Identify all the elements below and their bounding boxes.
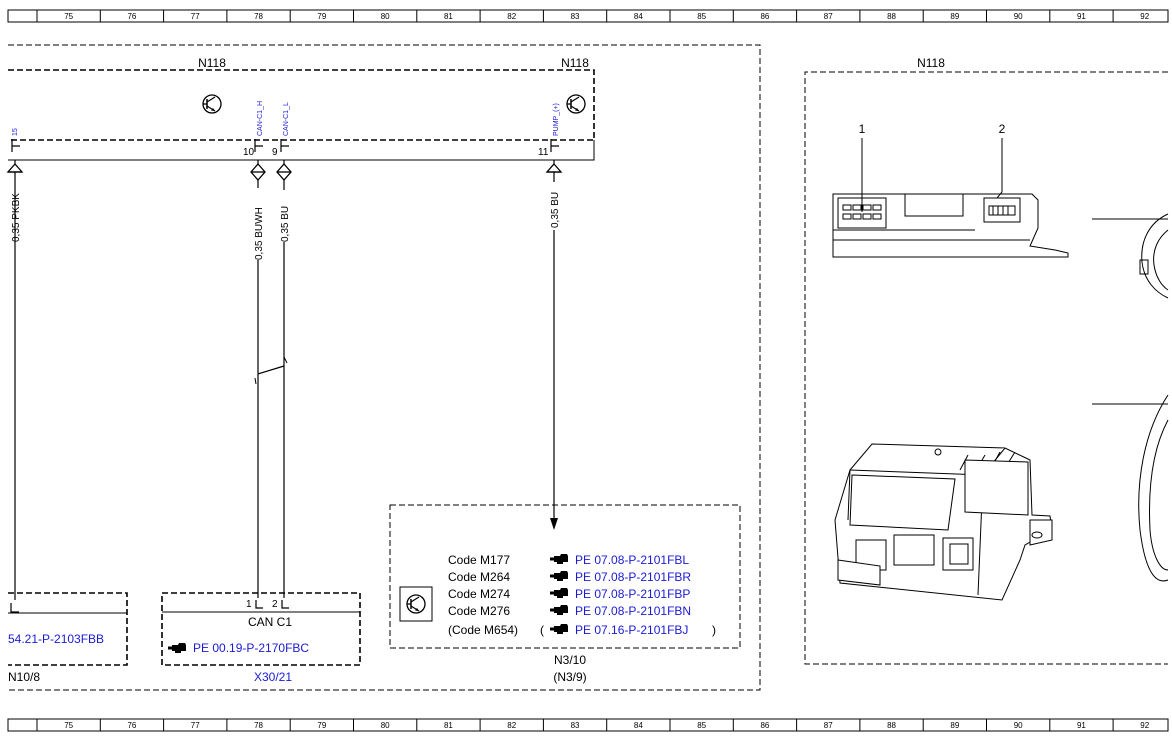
bottom-ruler-number: 85	[697, 721, 706, 730]
bottom-ruler-number: 82	[507, 721, 516, 730]
bottom-ruler-number: 79	[317, 721, 326, 730]
top-ruler-number: 79	[317, 12, 326, 21]
code-m264: Code M264	[448, 570, 510, 584]
bottom-ruler-number: 80	[381, 721, 390, 730]
top-ruler-number: 83	[571, 12, 580, 21]
bottom-ruler-number: 78	[254, 721, 263, 730]
component-name-n3-10: N3/10	[554, 653, 586, 667]
bottom-ruler-number: 84	[634, 721, 643, 730]
x30-pin-2: 2	[272, 599, 278, 610]
bottom-ruler-number: 77	[191, 721, 200, 730]
top-ruler-number: 76	[127, 12, 136, 21]
code-m177: Code M177	[448, 553, 510, 567]
pointing-hand-icon	[550, 571, 568, 581]
top-ruler-number: 84	[634, 12, 643, 21]
module-isometric-view	[834, 443, 1053, 601]
code-m274: Code M274	[448, 587, 510, 601]
pointing-hand-icon	[550, 554, 568, 564]
transistor-icon	[566, 94, 586, 114]
pictorial-panel: N118 1 2	[804, 56, 1169, 665]
bottom-ruler-number: 88	[887, 721, 896, 730]
link-fbp[interactable]: PE 07.08-P-2101FBP	[575, 587, 690, 601]
top-ruler-number: 85	[697, 12, 706, 21]
link-fbr[interactable]: PE 07.08-P-2101FBR	[575, 570, 691, 584]
cropped-part-upper	[1092, 213, 1169, 299]
wire-label-pkbk: 0,35 PKBK	[11, 193, 22, 242]
pointing-hand-icon	[550, 588, 568, 598]
wires: 0,35 PKBK 0,35 BUWH 0,35 BU 0,35 BU	[7, 160, 562, 600]
component-name-n10-8: N10/8	[8, 670, 40, 684]
top-ruler-number: 92	[1140, 12, 1149, 21]
pin-11: 11	[538, 147, 549, 158]
signal-can-h-label: CAN-C1_H	[257, 101, 264, 136]
pointing-hand-icon	[550, 624, 568, 634]
wire-label-bu-pump: 0,35 BU	[550, 192, 561, 228]
pin-10: 10	[243, 147, 255, 158]
bottom-ruler-number: 81	[444, 721, 453, 730]
module-name-left: N118	[198, 56, 226, 70]
top-ruler-number: 81	[444, 12, 453, 21]
component-name-n3-9: (N3/9)	[553, 670, 586, 684]
pin-9: 9	[272, 147, 278, 158]
top-ruler-number: 91	[1077, 12, 1086, 21]
callout-1: 1	[859, 122, 866, 136]
transistor-icon	[202, 94, 222, 114]
module-side-view	[832, 193, 1069, 258]
pictorial-name: N118	[917, 56, 945, 70]
component-x30-21: 1 2 CAN C1 PE 00.19-P-2170FBC X30/21	[161, 592, 361, 684]
top-ruler-number: 90	[1014, 12, 1023, 21]
bottom-ruler-number: 89	[950, 721, 959, 730]
bottom-ruler-number: 76	[127, 721, 136, 730]
x30-title: CAN C1	[248, 615, 292, 629]
link-fbl[interactable]: PE 07.08-P-2101FBL	[575, 553, 689, 567]
bottom-ruler-number: 90	[1014, 721, 1023, 730]
top-ruler-number: 86	[760, 12, 769, 21]
top-ruler-number: 82	[507, 12, 516, 21]
link-54-21[interactable]: 54.21-P-2103FBB	[8, 632, 104, 646]
bottom-ruler-number: 87	[824, 721, 833, 730]
callout-2: 2	[999, 122, 1006, 136]
pointing-hand-icon	[550, 605, 568, 615]
top-ruler-number: 87	[824, 12, 833, 21]
bottom-ruler-number: 86	[760, 721, 769, 730]
bottom-ruler-number: 91	[1077, 721, 1086, 730]
link-pe-00-19[interactable]: PE 00.19-P-2170FBC	[193, 641, 309, 655]
code-m276: Code M276	[448, 604, 510, 618]
component-name-x30-21[interactable]: X30/21	[254, 670, 292, 684]
module-name-right: N118	[561, 56, 589, 70]
bottom-ruler-number: 92	[1140, 721, 1149, 730]
top-ruler: 75 76 77 78 79 80 81 82 83 84 85 86 87 88 89 90 91 92	[7, 9, 1169, 23]
link-fbn[interactable]: PE 07.08-P-2101FBN	[575, 604, 691, 618]
bottom-ruler-number: 83	[571, 721, 580, 730]
wire-label-buwh: 0,35 BUWH	[254, 207, 265, 260]
paren-open: (	[540, 623, 544, 637]
top-ruler-number: 89	[950, 12, 959, 21]
cropped-part-lower	[1092, 394, 1169, 582]
top-ruler-number: 77	[191, 12, 200, 21]
module-n118: N118 N118 15 CAN-C1_H CAN-C1_L PUMP_(+) …	[8, 56, 595, 161]
code-m654: (Code M654)	[448, 623, 518, 637]
signal-15-label: 15	[12, 128, 19, 136]
bottom-ruler-number: 75	[64, 721, 73, 730]
bottom-ruler: 75 76 77 78 79 80 81 82 83 84 85 86 87 88 89 90 91 92	[7, 718, 1169, 732]
component-n10-8: 54.21-P-2103FBB N10/8	[8, 592, 128, 684]
pointing-hand-icon	[168, 643, 186, 653]
top-ruler-number: 75	[64, 12, 73, 21]
component-n3-10: Code M177 Code M264 Code M274 Code M276 …	[389, 504, 741, 684]
top-ruler-number: 80	[381, 12, 390, 21]
x30-pin-1: 1	[246, 599, 252, 610]
sheet-border	[8, 44, 761, 691]
signal-pump-label: PUMP_(+)	[553, 103, 560, 136]
link-fbj[interactable]: PE 07.16-P-2101FBJ	[575, 623, 688, 637]
paren-close: )	[712, 623, 716, 637]
top-ruler-number: 88	[887, 12, 896, 21]
signal-can-l-label: CAN-C1_L	[283, 102, 290, 136]
top-ruler-number: 78	[254, 12, 263, 21]
wire-label-bu: 0,35 BU	[280, 206, 291, 242]
